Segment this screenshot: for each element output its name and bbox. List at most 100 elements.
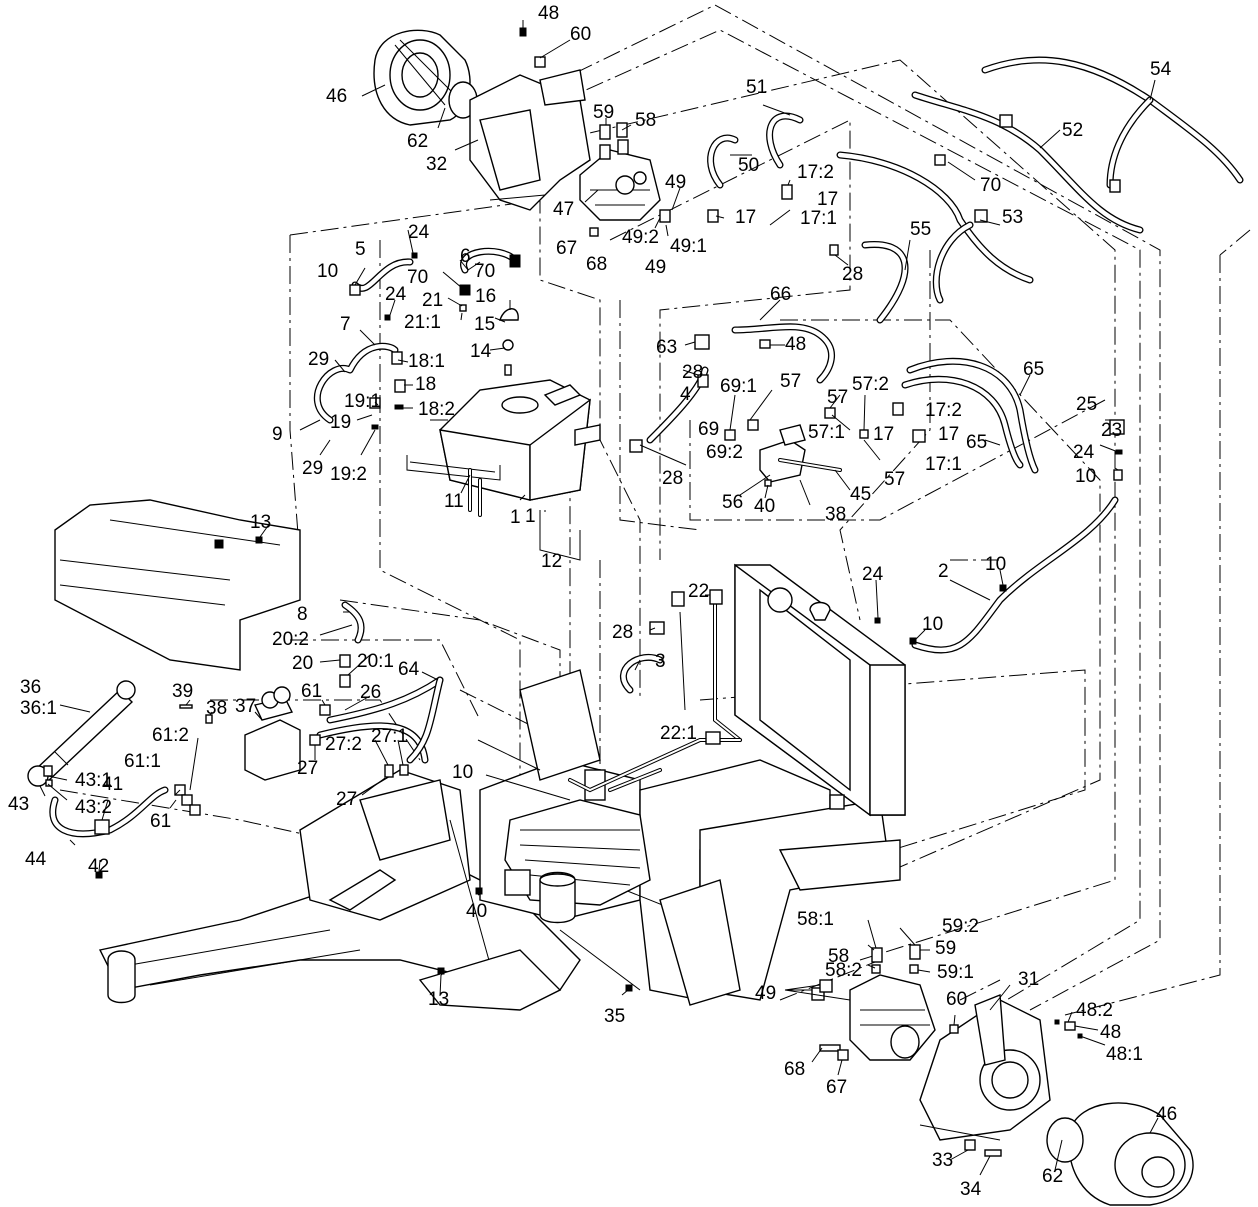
callout-35: 35 (604, 1006, 625, 1027)
callout-27: 27 (336, 789, 357, 810)
callout-20: 20 (292, 653, 313, 674)
callout-58: 58 (828, 946, 849, 967)
callout-67: 67 (556, 238, 577, 259)
callout-28: 28 (612, 622, 633, 643)
upper-pump (579, 139, 661, 221)
callout-29: 29 (302, 458, 323, 479)
callout-67: 67 (826, 1077, 847, 1098)
callout-59-2: 59:2 (942, 916, 979, 937)
callout-40: 40 (754, 496, 775, 517)
callout-56: 56 (722, 492, 743, 513)
callout-10: 10 (317, 261, 338, 282)
callout-28: 28 (842, 264, 863, 285)
callout-55: 55 (910, 219, 931, 240)
callout-27: 27 (297, 758, 318, 779)
callout-32: 32 (426, 154, 447, 175)
callout-28: 28 (662, 468, 683, 489)
callout-42: 42 (88, 856, 109, 877)
hydrostatic-pump-assembly (504, 769, 651, 924)
callout-60: 60 (570, 24, 591, 45)
callout-28: 28 (682, 362, 703, 383)
callout-57-2: 57:2 (852, 374, 889, 395)
callout-9: 9 (272, 424, 283, 445)
callout-49: 49 (645, 257, 666, 278)
callout-38: 38 (825, 504, 846, 525)
callout-70: 70 (474, 261, 495, 282)
callout-31: 31 (1018, 969, 1039, 990)
tubes (468, 458, 842, 793)
callout-68: 68 (586, 254, 607, 275)
callout-1: 1 (510, 507, 521, 528)
callout-49: 49 (755, 983, 776, 1004)
callout-17-2: 17:2 (797, 162, 834, 183)
callout-39: 39 (172, 681, 193, 702)
callout-10: 10 (452, 762, 473, 783)
control-valve (244, 686, 301, 781)
callout-48: 48 (785, 334, 806, 355)
callout-6: 6 (460, 246, 471, 267)
callout-40: 40 (466, 901, 487, 922)
callout-4: 4 (680, 384, 691, 405)
callout-65: 65 (1023, 359, 1044, 380)
tank-bracket (539, 510, 581, 561)
callout-49-2: 49:2 (622, 227, 659, 248)
callout-5: 5 (355, 239, 366, 260)
callout-16: 16 (475, 286, 496, 307)
callout-25: 25 (1076, 394, 1097, 415)
callout-24: 24 (862, 564, 884, 585)
callout-21: 21 (422, 290, 443, 311)
lower-pump (849, 974, 936, 1061)
callout-21-1: 21:1 (404, 312, 441, 333)
callout-24: 24 (1073, 442, 1095, 463)
callout-43-2: 43:2 (75, 797, 112, 818)
callout-18: 18 (415, 374, 436, 395)
callout-19: 19 (330, 412, 351, 433)
callout-69: 69 (698, 419, 719, 440)
callout-13: 13 (250, 512, 271, 533)
oil-cooler (734, 563, 906, 817)
callout-45: 45 (850, 484, 871, 505)
callout-13: 13 (428, 989, 449, 1010)
callout-48: 48 (1100, 1022, 1121, 1043)
callout-68: 68 (784, 1059, 805, 1080)
callout-12: 12 (541, 551, 562, 572)
callout-49: 49 (665, 172, 686, 193)
callout-23: 23 (1101, 420, 1122, 441)
upper-motor-mount (469, 69, 591, 211)
callout-59: 59 (935, 938, 956, 959)
callout-70: 70 (980, 175, 1001, 196)
callout-61: 61 (150, 811, 171, 832)
callout-65: 65 (966, 432, 987, 453)
callout-10: 10 (1075, 466, 1096, 487)
upper-wheel-motor (373, 29, 478, 126)
callout-17: 17 (735, 207, 756, 228)
lower-wheel-motor (1046, 1102, 1194, 1206)
callout-11: 11 (444, 491, 464, 512)
callout-17: 17 (938, 424, 959, 445)
hydraulic-tank (406, 379, 601, 501)
callout-26: 26 (360, 682, 381, 703)
callout-18-1: 18:1 (408, 351, 445, 372)
callout-54: 54 (1150, 59, 1172, 80)
callout-49-1: 49:1 (670, 236, 707, 257)
callout-37: 37 (235, 696, 256, 717)
callout-17-2: 17:2 (925, 400, 962, 421)
callout-47: 47 (553, 199, 574, 220)
callout-43: 43 (8, 794, 29, 815)
callout-2: 2 (938, 561, 949, 582)
callout-19-2: 19:2 (330, 464, 367, 485)
callout-63: 63 (656, 337, 677, 358)
callout-7: 7 (340, 314, 351, 335)
callout-61-1: 61:1 (124, 751, 161, 772)
callout-58: 58 (635, 110, 656, 131)
callout-58-1: 58:1 (797, 909, 834, 930)
callout-69-2: 69:2 (706, 442, 743, 463)
callout-44: 44 (25, 849, 47, 870)
callout-18-2: 18:2 (418, 399, 455, 420)
callout-33: 33 (932, 1150, 953, 1171)
callout-17: 17 (817, 189, 838, 210)
callout-48-2: 48:2 (1076, 1000, 1113, 1021)
